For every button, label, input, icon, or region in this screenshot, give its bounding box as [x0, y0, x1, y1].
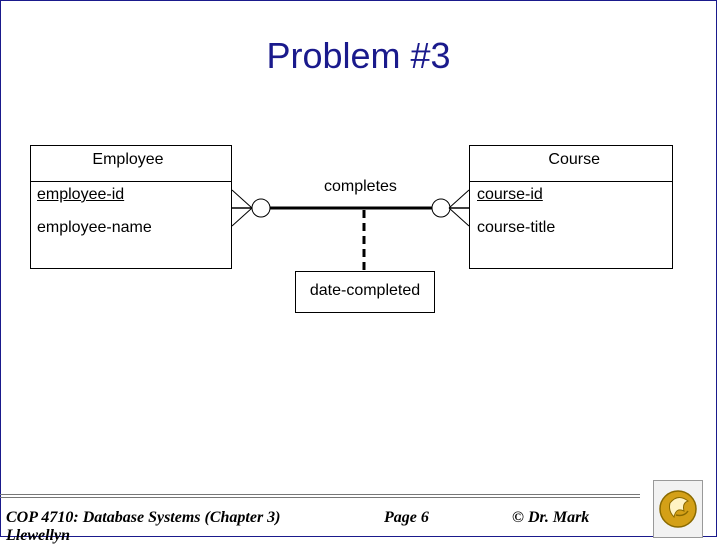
slide-title: Problem #3 — [266, 35, 451, 76]
university-logo-icon — [653, 480, 703, 538]
optional-circle-left — [251, 198, 271, 218]
relationship-label: completes — [324, 178, 397, 195]
footer-author: © Dr. Mark — [512, 509, 590, 526]
associative-attribute-box: date-completed — [295, 271, 435, 313]
footer-course-overflow: Llewellyn — [6, 527, 70, 544]
crowfoot-left-bottom — [231, 207, 253, 227]
optional-circle-right — [431, 198, 451, 218]
entity-course-name: Course — [470, 146, 672, 182]
entity-employee-name: Employee — [31, 146, 231, 182]
entity-employee: Employee — [30, 145, 232, 269]
attribute-employee-id: employee-id — [37, 186, 125, 203]
attribute-course-id: course-id — [477, 186, 543, 203]
crowfoot-right-top — [448, 189, 470, 209]
entity-course: Course — [469, 145, 673, 269]
footer-divider — [0, 494, 640, 498]
crowfoot-left-top — [231, 189, 253, 209]
footer-page-number: Page 6 — [384, 509, 429, 526]
crowfoot-right-bottom — [448, 207, 470, 227]
attribute-course-title: course-title — [477, 219, 556, 236]
footer-course-title: COP 4710: Database Systems (Chapter 3) — [6, 509, 281, 526]
attribute-employee-name: employee-name — [37, 219, 152, 236]
